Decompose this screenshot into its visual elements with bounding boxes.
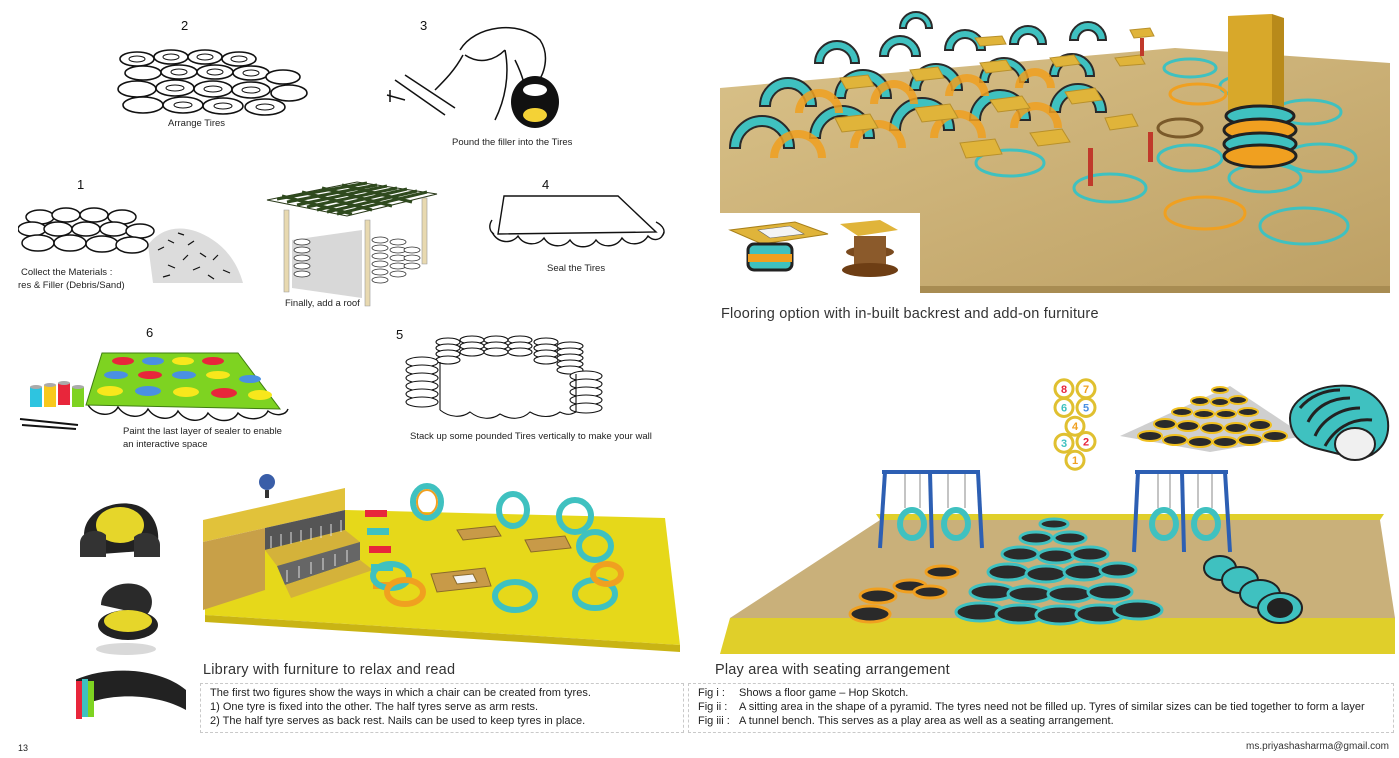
arrange-tires-sketch xyxy=(115,45,310,120)
fig-3-text: A tunnel bench. This serves as a play ar… xyxy=(739,715,1114,727)
step-6-number: 6 xyxy=(146,325,154,340)
library-note-3: 2) The half tyre serves as back rest. Na… xyxy=(210,715,586,727)
hopscotch-number: 4 xyxy=(1072,421,1079,433)
tyre-pyramid xyxy=(1120,386,1305,452)
step-1-number: 1 xyxy=(77,177,85,192)
step-2-number: 2 xyxy=(181,18,189,33)
step-1-caption-1: Collect the Materials : xyxy=(21,267,113,278)
seal-tires-sketch xyxy=(488,192,668,252)
library-notes-box: The first two figures show the ways in w… xyxy=(200,683,684,733)
fig-2-text: A sitting area in the shape of a pyramid… xyxy=(739,701,1365,713)
flooring-render xyxy=(720,11,1390,293)
small-tables xyxy=(430,525,572,593)
globe xyxy=(259,474,275,498)
pound-filler-sketch xyxy=(385,20,559,128)
hopscotch-tile xyxy=(1075,397,1097,418)
step-4-caption: Seal the Tires xyxy=(547,263,606,274)
swing-set-left xyxy=(878,470,984,549)
backrest-bench xyxy=(1222,14,1298,169)
hopscotch-tile xyxy=(1075,431,1097,452)
roof-caption: Finally, add a roof xyxy=(285,298,360,309)
stack-wall-sketch xyxy=(400,332,605,422)
painted-floor-sketch xyxy=(19,352,289,430)
step-5-caption: Stack up some pounded Tires vertically t… xyxy=(410,431,652,442)
hopscotch-tile xyxy=(1053,432,1075,454)
fig-1-label: Fig i : xyxy=(698,687,725,699)
tyre-seats xyxy=(370,483,624,613)
chair-1 xyxy=(80,503,160,557)
library-render xyxy=(203,474,680,652)
small-tyre-cluster xyxy=(848,564,960,624)
collect-materials-sketch xyxy=(18,205,243,283)
play-area-title: Play area with seating arrangement xyxy=(715,662,950,678)
big-tyre-pyramid xyxy=(954,517,1164,626)
play-items-render: 8 7 6 543 21 xyxy=(1053,378,1390,471)
hopscotch-number: 5 xyxy=(1083,403,1089,415)
hopscotch-number: 1 xyxy=(1072,455,1078,467)
tunnel-seats xyxy=(1203,555,1303,624)
fig-2-label: Fig ii : xyxy=(698,701,728,713)
author-email[interactable]: ms.priyashasharma@gmail.com xyxy=(1246,741,1389,752)
hopscotch-tile xyxy=(1053,397,1075,418)
step-3-caption: Pound the filler into the Tires xyxy=(452,137,573,148)
page-number: 13 xyxy=(18,743,29,753)
hopscotch-number: 7 xyxy=(1083,384,1089,396)
tyre-chairs-render xyxy=(76,503,186,719)
hopscotch-tile xyxy=(1064,415,1086,437)
fig-3-label: Fig iii : xyxy=(698,715,730,727)
play-notes-box: Fig i : Shows a floor game – Hop Skotch.… xyxy=(688,683,1394,733)
step-2-caption: Arrange Tires xyxy=(168,118,226,129)
library-note-1: The first two figures show the ways in w… xyxy=(210,687,591,699)
stool-addon xyxy=(840,220,898,277)
hopscotch: 8 7 6 543 21 xyxy=(1053,378,1097,471)
tunnel-bench xyxy=(1288,384,1390,461)
hopscotch-tile xyxy=(1064,449,1086,471)
chair-2 xyxy=(96,583,158,655)
step-6-caption-1: Paint the last layer of sealer to enable xyxy=(123,426,282,437)
step-5-number: 5 xyxy=(396,327,404,342)
step-3-number: 3 xyxy=(420,18,428,33)
hopscotch-number: 8 xyxy=(1061,384,1067,396)
swing-set-right xyxy=(1132,470,1232,553)
roof-structure-sketch xyxy=(262,180,442,310)
fig-1-text: Shows a floor game – Hop Skotch. xyxy=(739,687,909,699)
hopscotch-number: 2 xyxy=(1083,437,1089,449)
library-note-2: 1) One tyre is fixed into the other. The… xyxy=(210,701,539,713)
play-area-render xyxy=(720,470,1395,654)
hopscotch-number: 3 xyxy=(1061,438,1067,450)
bookshelf-steps xyxy=(203,488,373,610)
step-4-number: 4 xyxy=(542,177,550,192)
step-1-caption-2: res & Filler (Debris/Sand) xyxy=(18,280,125,291)
hopscotch-number: 6 xyxy=(1061,403,1067,415)
step-6-caption-2: an interactive space xyxy=(123,439,208,450)
reading-table-addon xyxy=(728,221,829,272)
flooring-title: Flooring option with in-built backrest a… xyxy=(721,306,1099,322)
half-tyre-shelf xyxy=(76,670,186,719)
library-title: Library with furniture to relax and read xyxy=(203,662,456,678)
